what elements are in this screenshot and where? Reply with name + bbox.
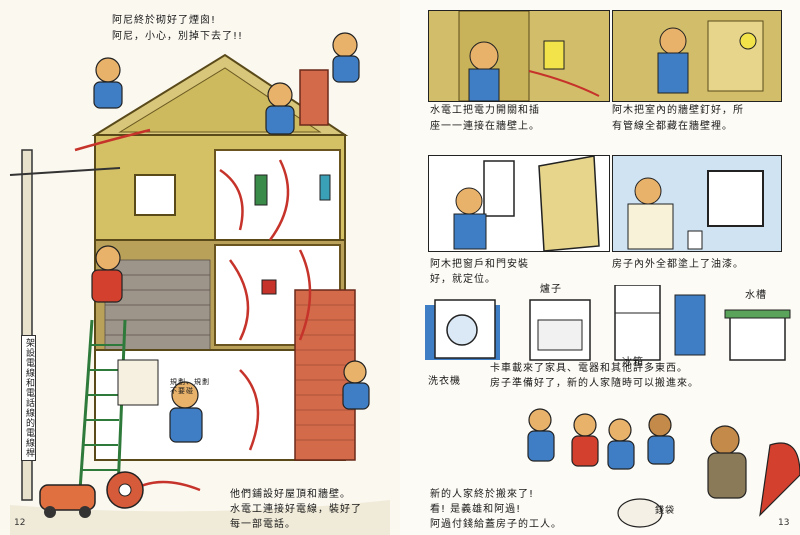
panel-painting-art	[613, 156, 781, 251]
truck-line-2: 房子準備好了，新的人家隨時可以搬進來。	[490, 378, 699, 389]
left-bottom-line-3: 每一部電話。	[230, 519, 296, 530]
panel1-line-2: 座一一連接在牆壁上。	[430, 121, 540, 132]
left-page: 阿尼終於砌好了煙囪! 阿尼，小心，別掉下去了!!	[9, 15, 390, 535]
panel-painting	[612, 155, 782, 252]
note-sign: 規劃、規劃 不要碰	[170, 378, 210, 396]
money-bag-label: 錢袋	[655, 506, 676, 516]
panel3-line-1: 阿木把窗戶和門安裝	[430, 259, 529, 270]
left-top-line-2: 阿尼，小心，別掉下去了!!	[112, 31, 244, 42]
right-bottom-line-2: 看! 是義雄和阿過!	[430, 504, 522, 515]
pole-sign: 架設電線和電話線的電線桿	[21, 335, 36, 461]
right-page: 水電工把電力開關和插 座一一連接在牆壁上。 阿木把室內的牆壁釘好，所 有管線全都…	[400, 0, 800, 535]
panel4-line-1: 房子內外全都塗上了油漆。	[612, 259, 744, 270]
note-line-2: 不要碰	[170, 387, 194, 395]
panel2-line-1: 阿木把室內的牆壁釘好，所	[612, 105, 744, 116]
right-bottom-line-1: 新的人家終於搬來了!	[430, 489, 535, 500]
label-sink: 水槽	[745, 290, 767, 301]
page-number-right: 13	[778, 518, 790, 528]
left-top-line-1: 阿尼終於砌好了煙囪!	[112, 15, 217, 26]
truck-line-1: 卡車載來了家具、電器和其他許多東西。	[490, 363, 688, 374]
panel1-line-1: 水電工把電力開關和插	[430, 105, 540, 116]
panel-electric	[428, 10, 610, 102]
left-bottom-line-1: 他們鋪設好屋頂和牆壁。	[230, 489, 351, 500]
panel2-line-2: 有管線全都藏在牆壁裡。	[612, 121, 733, 132]
label-fridge: 冰箱	[622, 357, 644, 368]
house-illustration	[9, 32, 390, 535]
panel-electric-art	[458, 11, 600, 101]
note-line-1: 規劃、規劃	[170, 378, 210, 386]
panel3-line-2: 好，就定位。	[430, 274, 496, 285]
panel-walls-art	[657, 20, 764, 94]
appliances-art	[425, 285, 791, 361]
crowd-art	[527, 408, 800, 528]
panel-windows-art	[453, 156, 600, 251]
right-bottom-line-3: 阿過付錢給蓋房子的工人。	[430, 519, 562, 530]
left-bottom-line-2: 水電工連接好電線，裝好了	[230, 504, 362, 515]
label-stove: 爐子	[540, 284, 562, 295]
page-number-left: 12	[14, 518, 26, 528]
panel-windows	[428, 155, 610, 252]
label-washer: 洗衣機	[428, 376, 461, 387]
panel-walls	[612, 10, 782, 102]
